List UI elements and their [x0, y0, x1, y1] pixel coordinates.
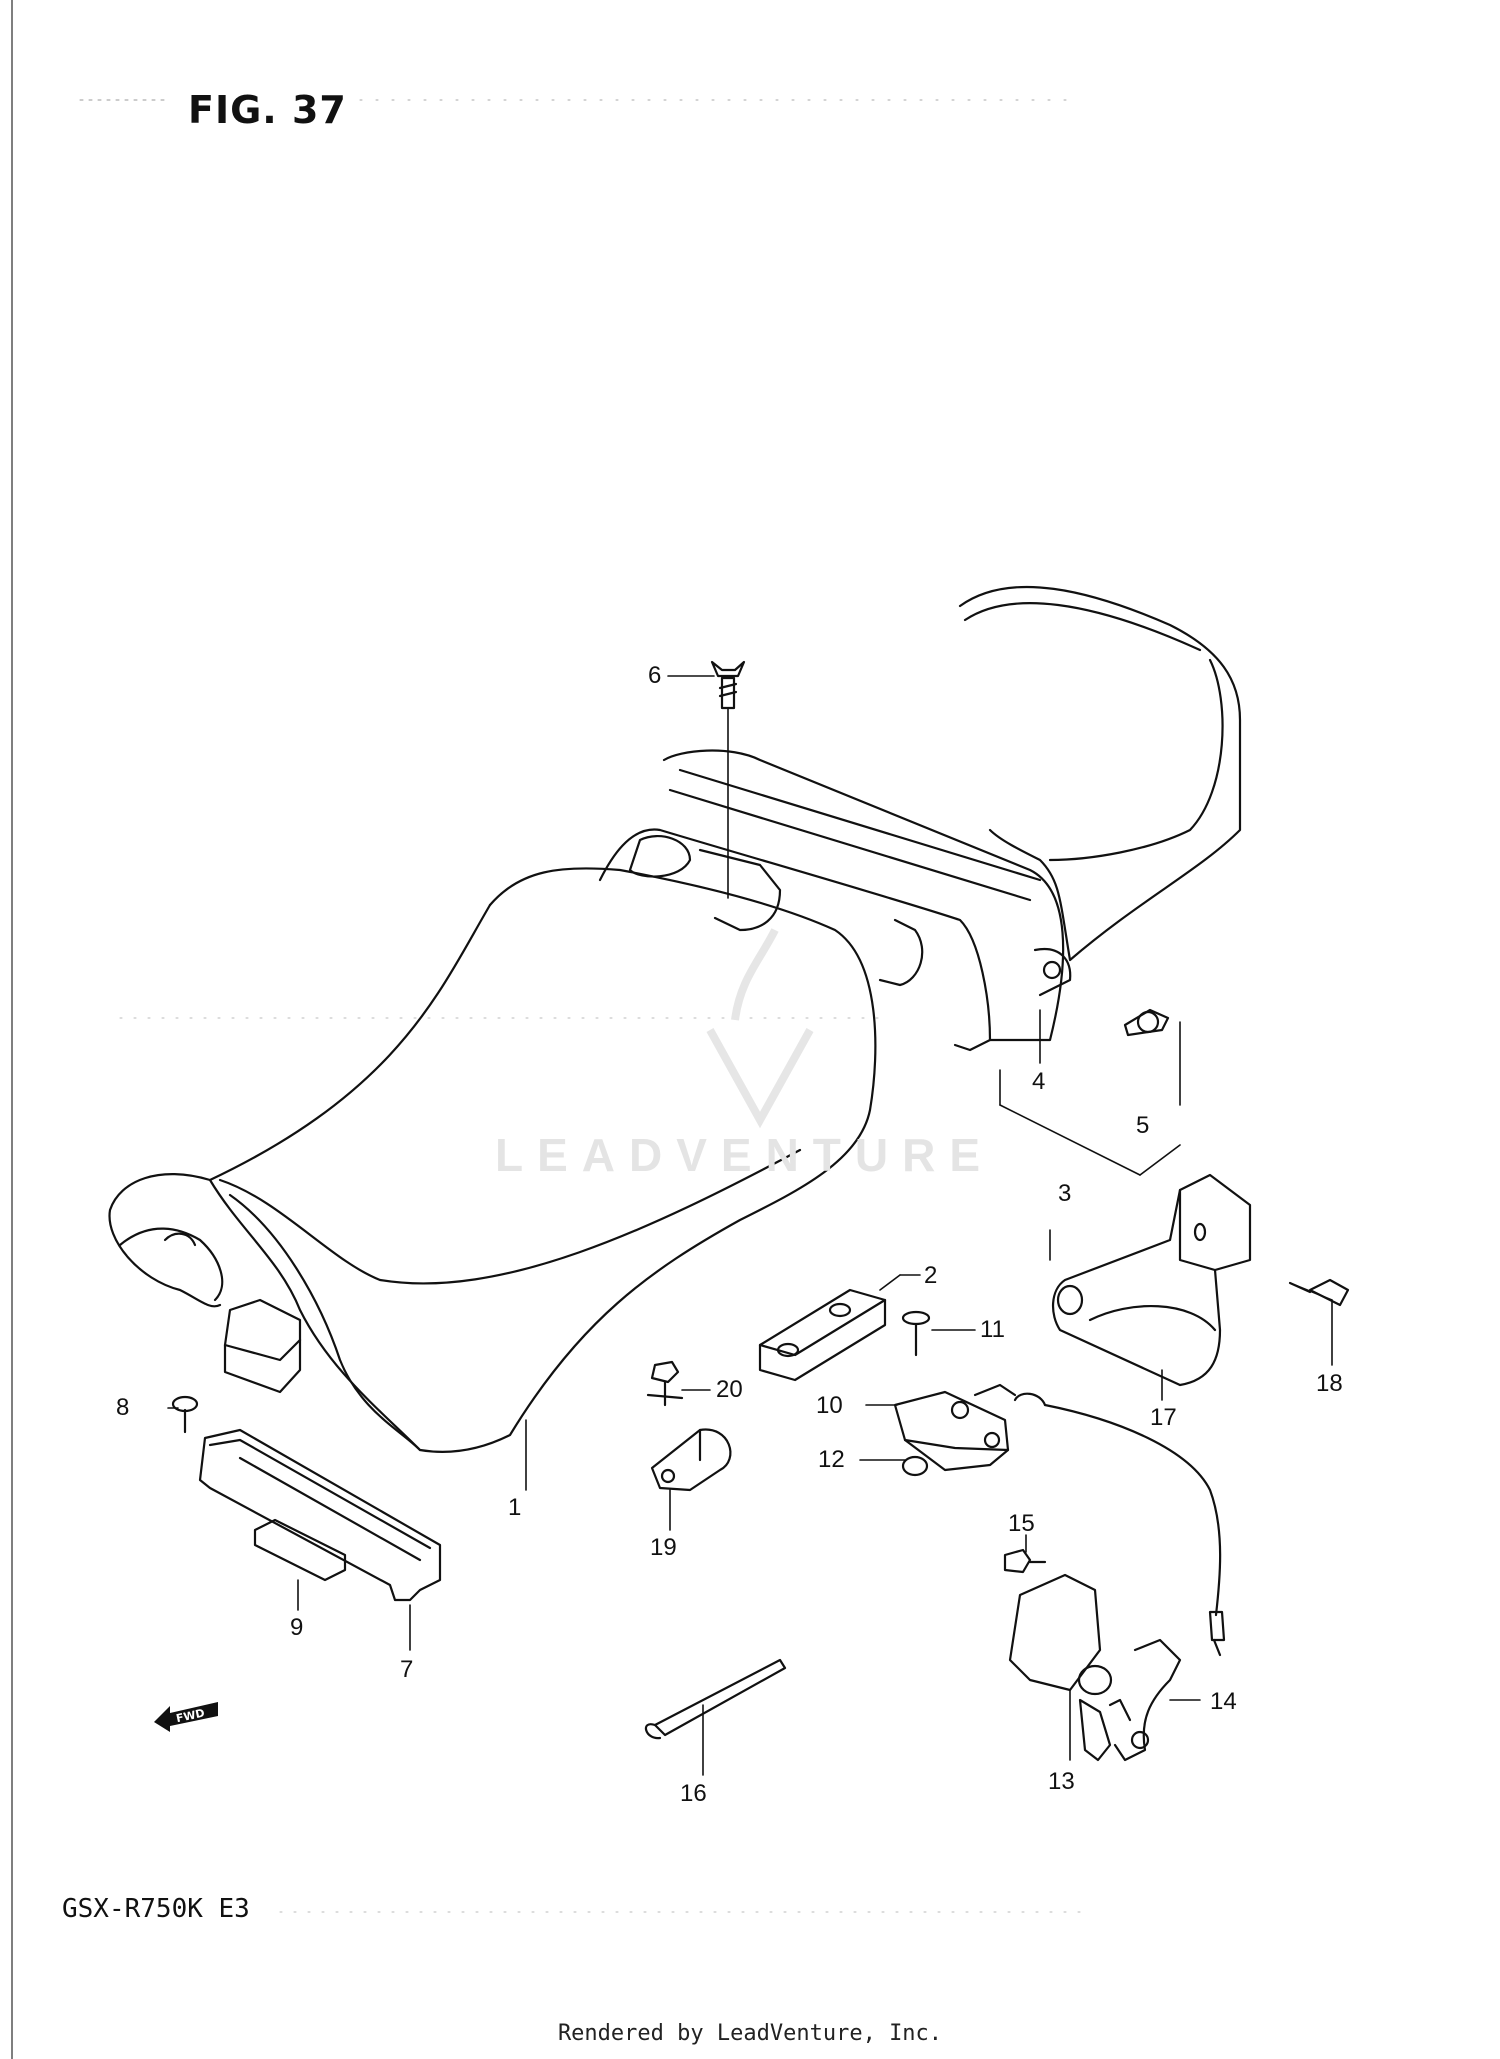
watermark-logo: [706, 928, 814, 1129]
tool-tray: [198, 1428, 442, 1602]
fwd-arrow-icon: FWD: [154, 1702, 218, 1732]
render-credit: Rendered by LeadVenture, Inc.: [557, 2021, 943, 2046]
callout-12: 12: [818, 1446, 845, 1473]
front-seat: [108, 867, 877, 1453]
cable-tie-16: [644, 1658, 787, 1740]
lock-arm-14: [1113, 1638, 1182, 1762]
callout-19: 19: [650, 1534, 677, 1561]
wing-bolt: [710, 660, 746, 710]
callout-10: 10: [816, 1392, 843, 1419]
model-code: GSX-R750K E3: [62, 1894, 250, 1924]
cushion-9: [253, 1518, 347, 1582]
screw-18: [1288, 1278, 1350, 1307]
screw-8: [171, 1395, 199, 1434]
fwd-label: FWD: [175, 1706, 206, 1725]
callout-20: 20: [716, 1376, 743, 1403]
callout-6: 6: [648, 662, 662, 689]
rear-seat: [598, 585, 1242, 1052]
callout-3: 3: [1058, 1180, 1072, 1207]
bolt-20: [646, 1360, 684, 1407]
callout-14: 14: [1210, 1688, 1237, 1715]
figure-title: FIG. 37: [188, 88, 347, 132]
callout-13: 13: [1048, 1768, 1075, 1795]
nut-12: [901, 1455, 929, 1477]
callout-9: 9: [290, 1614, 304, 1641]
callout-16: 16: [680, 1780, 707, 1807]
callout-8: 8: [116, 1394, 130, 1421]
callout-2: 2: [924, 1262, 938, 1289]
callout-11: 11: [980, 1316, 1005, 1343]
callout-1: 1: [508, 1494, 522, 1521]
screw-11: [901, 1310, 931, 1357]
rubber-pad: [758, 1288, 887, 1382]
clamp-19: [650, 1428, 732, 1492]
callout-15: 15: [1008, 1510, 1035, 1537]
callout-7: 7: [400, 1656, 414, 1683]
callout-5: 5: [1136, 1112, 1150, 1139]
callout-18: 18: [1316, 1370, 1343, 1397]
screw-15: [1003, 1548, 1047, 1574]
callout-4: 4: [1032, 1068, 1046, 1095]
seat-lock-13: [1008, 1573, 1132, 1762]
watermark-text: LEADVENTURE: [495, 1129, 995, 1181]
callout-17: 17: [1150, 1404, 1177, 1431]
seat-bracket: [1052, 1173, 1252, 1387]
seat-lock-latch: [893, 1383, 1226, 1657]
